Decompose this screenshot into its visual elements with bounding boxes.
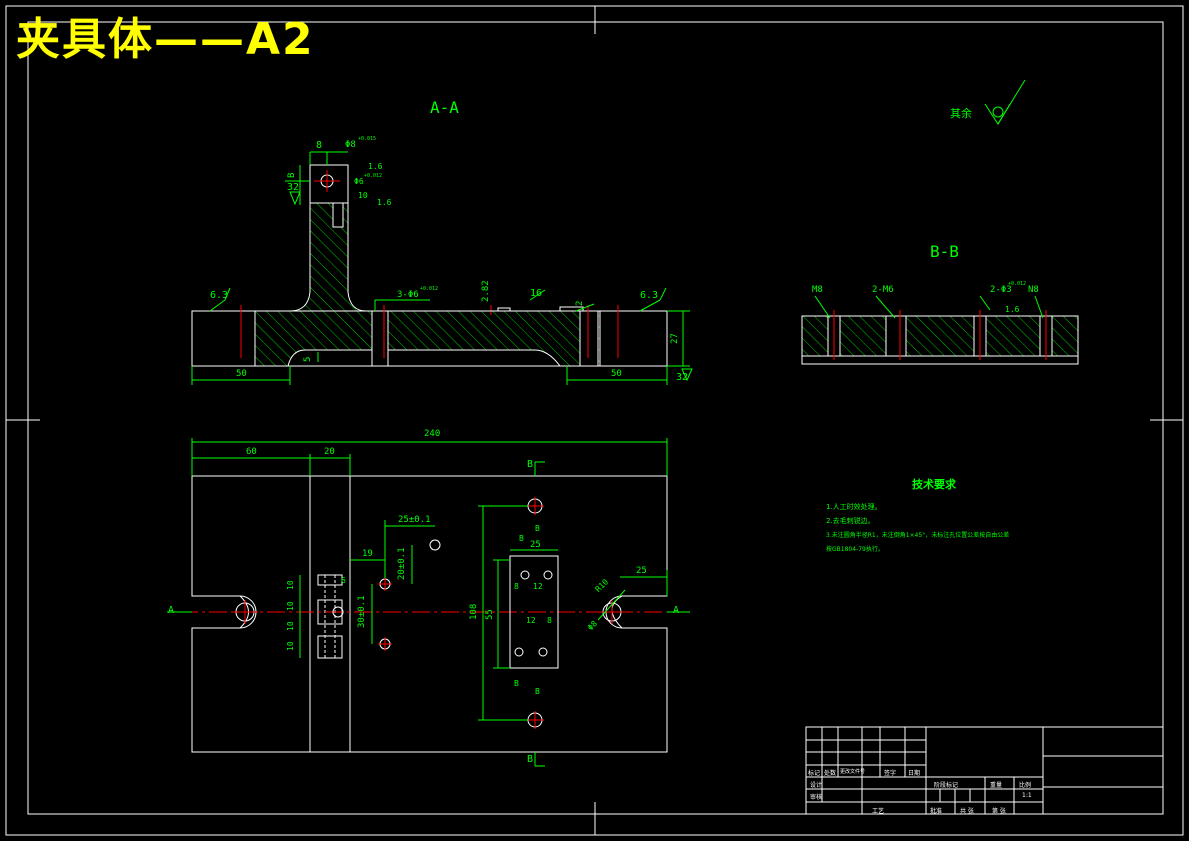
- outer-frame: [5, 5, 1184, 836]
- tb-approve: 批准: [930, 808, 943, 815]
- tech-req-item: 按GB1804-79执行。: [826, 546, 884, 553]
- aa-base-section: [254, 310, 601, 367]
- roughness-symbol: [984, 79, 1026, 125]
- dim-label: 6: [341, 576, 346, 585]
- dim-label: 12: [533, 582, 543, 591]
- tb-process: 工艺: [872, 808, 885, 815]
- title-block-grid: [805, 726, 1164, 815]
- dim-label: 1.6: [368, 162, 383, 171]
- dim-label: Φ8: [345, 140, 356, 150]
- dim-label: 6.3: [640, 290, 659, 301]
- tb-sheet-no: 第 张: [992, 808, 1006, 815]
- dim-label: 55: [485, 609, 495, 620]
- plan-view: [167, 438, 690, 767]
- section-marker: B: [514, 679, 519, 688]
- dim-label: 19: [362, 549, 373, 559]
- dim-label: 32: [287, 182, 300, 193]
- section-aa-label: A-A: [430, 98, 459, 117]
- tb-scale-value: 1:1: [1022, 792, 1032, 799]
- dim-label: 2-Φ3: [990, 285, 1012, 295]
- section-aa-view: [191, 151, 693, 385]
- dim-label: 27: [670, 333, 680, 344]
- dim-label: 12: [526, 616, 536, 625]
- tb-header: 处数: [824, 770, 837, 777]
- dim-label: 2.82: [481, 280, 491, 302]
- tb-sheets: 共 张: [960, 808, 974, 815]
- aa-post-section: [289, 202, 367, 312]
- dim-label: +0.012: [364, 173, 383, 179]
- dim-label: M8: [812, 285, 823, 295]
- inner-frame: [27, 21, 1164, 815]
- tb-review: 审核: [810, 794, 823, 801]
- dim-label: 6.3: [210, 290, 229, 301]
- dim-label: 2-M6: [872, 285, 894, 295]
- dim-label: 10: [286, 641, 295, 651]
- section-marker: B: [535, 687, 540, 696]
- dim-label: 30±0.1: [357, 595, 367, 628]
- aa-post-top: [309, 164, 349, 204]
- drawing-title: 夹具体——A2: [16, 14, 315, 65]
- dim-label: 25±0.1: [398, 515, 431, 525]
- roughness-note: 其余: [950, 107, 972, 120]
- dim-label: 20±0.1: [397, 547, 407, 580]
- section-marker: B: [527, 754, 534, 765]
- tb-scale: 比例: [1019, 782, 1032, 789]
- dim-label: N8: [1028, 285, 1039, 295]
- dim-label: Φ6: [354, 177, 364, 186]
- tb-header: 标记: [808, 770, 821, 777]
- dim-label: 50: [611, 369, 622, 379]
- tb-stage: 阶段标记: [934, 782, 959, 789]
- dim-label: 8: [316, 140, 323, 151]
- section-marker: B: [535, 524, 540, 533]
- plan-outline: [191, 475, 668, 753]
- dim-label: 8: [547, 616, 552, 625]
- tb-header: 更改文件号: [840, 769, 866, 775]
- tb-header: 日期: [908, 770, 921, 777]
- dim-label: 25: [636, 566, 647, 576]
- dim-label: 8: [514, 582, 519, 591]
- dim-label: 5: [303, 356, 313, 362]
- dim-label: 10: [286, 621, 295, 631]
- dim-label: 108: [469, 603, 479, 620]
- dim-label: 1.6: [377, 198, 392, 207]
- section-bb-label: B-B: [930, 242, 959, 261]
- dim-label: +0.015: [358, 136, 377, 142]
- tech-req-item: 2.去毛刺锐边。: [826, 517, 875, 525]
- dim-label: 10: [286, 580, 295, 590]
- aa-pin-hole: [332, 202, 344, 228]
- dim-label: 50: [236, 369, 247, 379]
- dim-label: 20: [324, 447, 335, 457]
- tb-weight: 重量: [990, 782, 1003, 789]
- dim-label: 60: [246, 447, 257, 457]
- tech-req-item: 3.未注圆角半径R1，未注倒角1×45°，未标注孔位置公差按自由公差: [826, 532, 1010, 539]
- section-marker: A: [673, 605, 680, 616]
- dim-label: 32: [676, 372, 689, 383]
- dim-label: 2: [575, 300, 585, 306]
- dim-label: 3-Φ6: [397, 290, 419, 300]
- dim-label: 10: [286, 601, 295, 611]
- tech-req-heading: 技术要求: [912, 478, 956, 491]
- tb-header: 签字: [884, 770, 897, 777]
- dim-label: 10: [358, 191, 368, 200]
- dim-label: 16: [530, 288, 543, 299]
- section-marker: B: [519, 534, 524, 543]
- section-marker: A: [168, 605, 175, 616]
- dim-label: 240: [424, 429, 441, 439]
- tech-req-item: 1.人工时效处理。: [826, 503, 882, 511]
- dim-label: +0.012: [420, 286, 439, 292]
- dim-label: 25: [530, 540, 541, 550]
- section-marker: B: [527, 459, 534, 470]
- dim-label: +0.012: [1008, 281, 1027, 287]
- dim-label: 1.6: [1005, 305, 1020, 314]
- dim-label: B: [287, 172, 297, 178]
- section-bb-view: [801, 295, 1079, 365]
- tb-design: 设计: [810, 782, 823, 789]
